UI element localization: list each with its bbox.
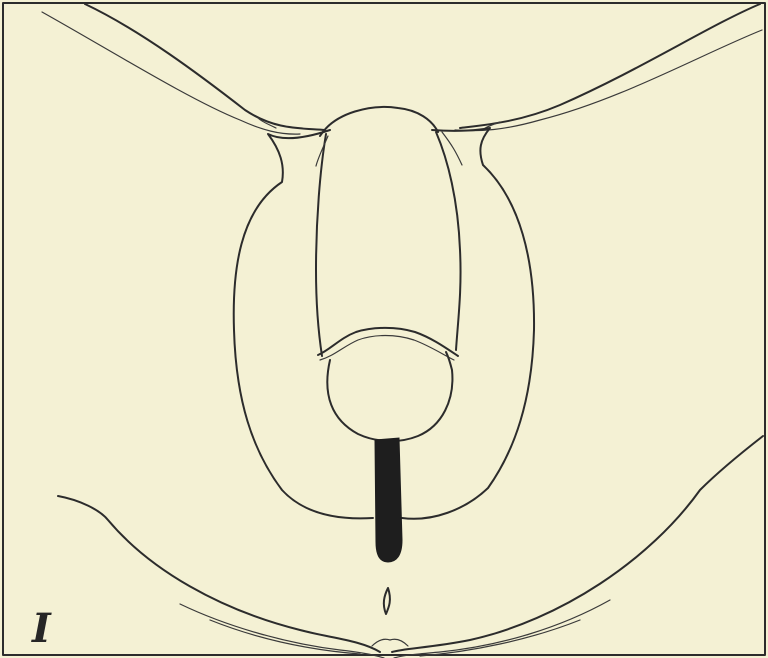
upper-right-inner-contour <box>455 30 762 131</box>
central-left-contour <box>316 134 326 356</box>
upper-left-contour <box>85 4 325 130</box>
lower-left-curve <box>58 496 380 652</box>
transverse-band-upper <box>318 328 458 356</box>
upper-right-contour <box>460 4 760 128</box>
centre-convergence <box>372 639 408 646</box>
outer-oval-right <box>402 128 534 519</box>
right-lateral-fold <box>442 132 462 165</box>
figure-label: I <box>32 604 62 654</box>
lower-left-curve-inner <box>180 604 384 658</box>
lower-right-curve <box>392 436 763 652</box>
central-dome <box>320 107 438 136</box>
lower-bulb <box>327 352 452 441</box>
shaded-band <box>375 438 402 562</box>
central-right-contour <box>436 132 461 350</box>
outer-oval-left <box>234 130 373 518</box>
transverse-band-lower <box>320 336 454 361</box>
lower-right-curve-inner <box>394 600 610 658</box>
small-opening <box>384 588 390 614</box>
upper-left-inner-contour <box>42 12 300 134</box>
